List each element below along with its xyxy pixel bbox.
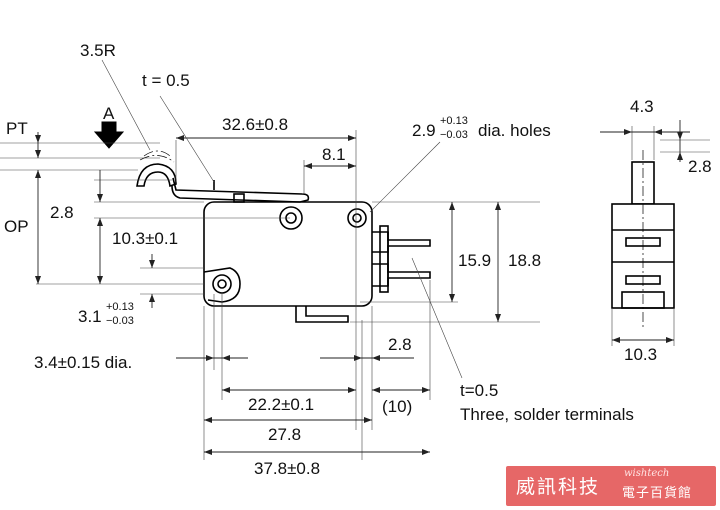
dim-3-4: 3.4±0.15 dia. [34, 353, 132, 372]
dim-3-1-tol-lower: −0.03 [106, 315, 134, 327]
holes-base: 2.9 [412, 121, 436, 140]
holes-tol-upper: +0.13 [440, 115, 468, 127]
label-thickness-lever: t = 0.5 [142, 71, 190, 90]
dim-2-8-left: 2.8 [50, 203, 74, 222]
dim-10-3-side: 10.3 [624, 345, 657, 364]
terminal-thickness: t=0.5 [460, 381, 498, 400]
dim-27-8: 27.8 [268, 425, 301, 444]
mounting-boss-lower [203, 267, 241, 303]
dim-18-8: 18.8 [508, 251, 541, 270]
watermark-text-sub2: 電子百貨館 [622, 486, 693, 501]
dim-15-9: 15.9 [458, 251, 491, 270]
watermark-text-sub: wishtech [624, 468, 670, 479]
dim-32-6: 32.6±0.8 [222, 115, 288, 134]
dim-22-2: 22.2±0.1 [248, 395, 314, 414]
mounting-hole-upper [347, 208, 367, 228]
label-pt: PT [6, 119, 28, 138]
lever-arm [171, 177, 310, 203]
watermark-text-main: 威訊科技 [516, 476, 601, 498]
label-actuator-point: A [103, 104, 115, 123]
dim-10-paren: (10) [382, 397, 412, 416]
label-op: OP [4, 217, 29, 236]
holes-suffix: dia. holes [478, 121, 551, 140]
bottom-terminal-tab [295, 306, 349, 323]
dim-4-3: 4.3 [630, 97, 654, 116]
watermark-stamp [506, 466, 716, 506]
holes-tol-lower: −0.03 [440, 129, 468, 141]
actuator-arrow-icon [93, 121, 125, 149]
dim-8-1: 8.1 [322, 145, 346, 164]
dim-2-8-right: 2.8 [688, 157, 712, 176]
dim-3-1-tol-upper: +0.13 [106, 301, 134, 313]
label-radius: 3.5R [80, 41, 116, 60]
side-view [611, 150, 675, 330]
dim-3-1-base: 3.1 [78, 307, 102, 326]
lever-roller [136, 163, 177, 188]
dim-37-8: 37.8±0.8 [254, 459, 320, 478]
terminal-desc: Three, solder terminals [460, 405, 634, 424]
dim-2-8-bottom: 2.8 [388, 335, 412, 354]
dim-10-3-pm: 10.3±0.1 [112, 229, 178, 248]
